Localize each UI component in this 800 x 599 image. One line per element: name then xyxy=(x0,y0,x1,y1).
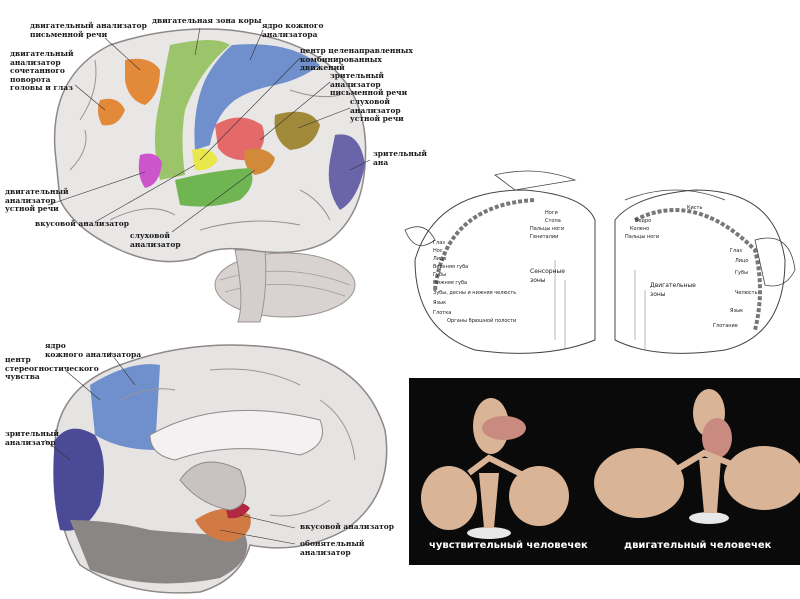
motor-part-eye: Глаз xyxy=(730,248,742,254)
label-motor-speech: двигательный анализатор устной речи xyxy=(5,188,69,214)
sensory-part-legs: Ноги xyxy=(545,210,558,216)
label-visual-writing: зрительный анализатор письменной речи xyxy=(330,72,420,98)
lateral-brain-diagram: двигательный анализатор письменной речи … xyxy=(0,0,420,330)
sensory-zones-caption: Сенсорные зоны xyxy=(530,268,565,285)
sensory-part-foot: Стопа xyxy=(545,218,561,224)
label-olfactory: обонятельный анализатор xyxy=(300,540,364,557)
motor-part-tongue: Язык xyxy=(730,308,743,314)
motor-part-knee: Колено xyxy=(630,226,649,232)
sensory-part-upper-lip: Верхняя губа xyxy=(433,264,468,270)
homunculus-map: Сенсорные зоны Двигательные зоны Глаз Но… xyxy=(395,160,800,370)
sensory-part-toes: Пальцы ноги xyxy=(530,226,564,232)
label-medial-taste: вкусовой анализатор xyxy=(300,523,394,532)
label-auditory: слуховой анализатор xyxy=(130,232,181,249)
label-medial-visual: зрительный анализатор xyxy=(5,430,59,447)
motor-homunculus-caption: двигательный человечек xyxy=(624,540,771,551)
label-purposeful-center: центр целенаправленных комбинированных д… xyxy=(300,47,420,73)
motor-zones-caption: Двигательные зоны xyxy=(650,282,696,299)
sensory-part-eye: Глаз xyxy=(433,240,445,246)
sensory-part-nose: Нос xyxy=(433,248,443,254)
sensory-homunculus-caption: чувствительный человечек xyxy=(429,540,588,551)
homunculus-figures-illustration xyxy=(409,378,800,565)
label-auditory-speech: слуховой анализатор устной речи xyxy=(350,98,420,124)
homunculus-photo: чувствительный человечек двигательный че… xyxy=(409,378,800,565)
motor-part-lips: Губы xyxy=(735,270,748,276)
motor-part-toes: Пальцы ноги xyxy=(625,234,659,240)
label-motor-writing: двигательный анализатор письменной речи xyxy=(30,22,147,39)
sensory-part-lower-lip: Нижняя губа xyxy=(433,280,467,286)
label-taste: вкусовой анализатор xyxy=(35,220,129,229)
sensory-part-tongue: Язык xyxy=(433,300,446,306)
motor-part-hand: Кисть xyxy=(687,205,702,211)
label-skin-nucleus: ядро кожного анализатора xyxy=(262,22,323,39)
medial-brain-diagram: ядро кожного анализатора центр стереогно… xyxy=(0,330,420,599)
label-motor-zone: двигательная зона коры xyxy=(152,17,261,26)
motor-part-hip: Бедро xyxy=(635,218,651,224)
label-stereognostic: центр стереогностического чувства xyxy=(5,356,99,382)
label-combined-turn: двигательный анализатор сочетанного пово… xyxy=(10,50,74,93)
motor-part-face: Лицо xyxy=(735,258,748,264)
motor-part-swallowing: Глотание xyxy=(713,323,738,329)
motor-part-jaw: Челюсть xyxy=(735,290,758,296)
sensory-part-abdomen: Органы брюшной полости xyxy=(447,318,516,324)
sensory-part-pharynx: Глотка xyxy=(433,310,451,316)
sensory-part-lips: Губы xyxy=(433,272,446,278)
sensory-part-genitals: Гениталии xyxy=(530,234,558,240)
sensory-part-teeth: Зубы, десны и нижняя челюсть xyxy=(433,290,516,296)
sensory-part-face: Лицо xyxy=(433,256,446,262)
